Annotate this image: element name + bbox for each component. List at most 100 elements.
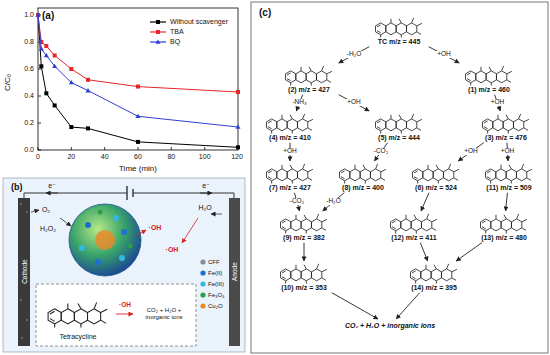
- chart-series: [36, 12, 241, 149]
- text-label: CO₂ + H₂O + inorganic ions: [135, 307, 193, 320]
- text-label: 0.0: [24, 146, 34, 154]
- compound-node: (6) m/z = 524: [402, 162, 470, 192]
- data-point: [39, 40, 43, 44]
- molecule-structure: [276, 262, 332, 284]
- text-label: 80: [167, 153, 175, 161]
- reaction-arrow: [420, 243, 427, 261]
- drawing-part: [127, 186, 133, 200]
- reaction-arrow: [323, 193, 345, 211]
- molecule-rings: [481, 214, 527, 234]
- drawing-part: [85, 222, 127, 265]
- node-text: (1) m/z = 460: [455, 86, 523, 94]
- drawing-part: [36, 284, 196, 346]
- legend-text: Fe(II): [208, 270, 222, 277]
- drawing-part: [136, 230, 146, 236]
- text-label: 0.2: [24, 119, 34, 127]
- edge-label: -NH₃: [291, 99, 307, 106]
- chart-frame: [38, 8, 238, 150]
- molecule-rings: [340, 164, 386, 184]
- drawing-part: [31, 210, 39, 212]
- data-point: [136, 140, 140, 144]
- node-text: (6) m/z = 524: [402, 184, 470, 192]
- data-point: [36, 13, 40, 17]
- drawing-part: [20, 299, 22, 301]
- data-point: [69, 80, 74, 84]
- drawing-part: [229, 198, 240, 346]
- molecule-rings: [267, 164, 313, 184]
- node-text: (4) m/z = 410: [256, 134, 324, 142]
- molecule-rings: [281, 264, 327, 284]
- drawing-part: [211, 214, 222, 215]
- edge-label: +OH: [500, 148, 516, 155]
- node-text: TC m/z = 445: [365, 38, 433, 46]
- node-text: (2) m/z = 427: [275, 86, 343, 94]
- text-label: 0: [36, 153, 40, 161]
- drawing-part: [48, 302, 107, 327]
- molecule-rings: [483, 114, 529, 134]
- drawing-part: [18, 198, 30, 346]
- reaction-arrow: [339, 47, 370, 63]
- text-label: ·OH: [149, 224, 162, 232]
- data-line: [38, 15, 238, 127]
- data-line: [38, 15, 238, 92]
- text-label: 0.4: [24, 92, 34, 100]
- reaction-arrow: [421, 193, 429, 211]
- edge-label: +OH: [282, 148, 298, 155]
- data-point: [136, 85, 140, 89]
- data-point: [53, 54, 57, 58]
- node-text: (7) m/z = 427: [256, 184, 324, 192]
- reaction-arrow: [456, 243, 482, 261]
- legend-swatch: [200, 259, 205, 264]
- data-point: [69, 125, 73, 129]
- data-point: [36, 13, 40, 17]
- reactor-illustration: [3, 178, 245, 352]
- legend-swatch: [200, 303, 205, 308]
- drawing-part: [116, 314, 133, 315]
- drawing-part: [38, 147, 238, 150]
- drawing-part: [98, 210, 133, 249]
- text-label: (c): [259, 7, 271, 18]
- molecule-rings: [286, 66, 332, 86]
- compound-node: (7) m/z = 427: [256, 162, 324, 192]
- drawing-part: [85, 222, 91, 228]
- text-label: e⁻: [202, 182, 210, 190]
- data-point: [86, 78, 90, 82]
- reaction-arrow: [458, 143, 484, 161]
- text-label: 120: [231, 153, 243, 161]
- legend-marker: [156, 30, 160, 34]
- drawing-part: [60, 218, 71, 226]
- compound-node: (9) m/z = 382: [270, 212, 338, 242]
- node-text: (10) m/z = 353: [270, 284, 338, 292]
- node-text: (8) m/z = 400: [329, 184, 397, 192]
- molecule-rings: [267, 114, 313, 134]
- drawing-part: [26, 211, 28, 213]
- molecule-structure: [406, 262, 462, 284]
- data-point: [44, 44, 48, 48]
- data-point: [86, 88, 91, 92]
- edge-label: +OH: [490, 99, 506, 106]
- text-label: Cathode: [20, 260, 27, 285]
- drawing-part: [20, 203, 28, 339]
- product-node: CO₂ + H₂O + inorganic ions: [330, 320, 450, 332]
- data-point: [52, 64, 57, 68]
- legend-text: CFF: [208, 259, 220, 266]
- compound-node: (3) m/z = 476: [472, 112, 540, 142]
- drawing-part: [121, 229, 127, 235]
- text-label: Anode: [231, 263, 238, 282]
- drawing-part: [38, 8, 238, 150]
- node-text: (9) m/z = 382: [270, 234, 338, 242]
- legend-swatch: [200, 292, 205, 297]
- text-label: (b): [11, 183, 23, 193]
- data-point: [69, 67, 73, 71]
- edge-label: -H₂O: [346, 51, 362, 58]
- drawing-part: [119, 255, 125, 261]
- data-point: [44, 53, 49, 57]
- text-label: ·OH: [166, 246, 179, 254]
- data-point: [236, 90, 240, 94]
- compound-node: TC m/z = 445: [365, 16, 433, 46]
- molecule-rings: [486, 164, 532, 184]
- drawing-part: [182, 218, 198, 243]
- drawing-part: [98, 210, 103, 215]
